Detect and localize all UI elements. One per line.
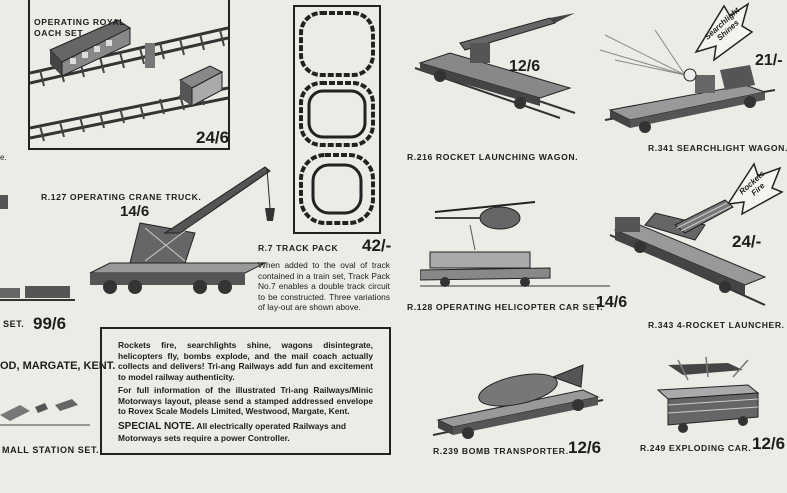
searchlight-wagon-illustration [585,30,780,135]
searchlight-flash: Searchlight Shines [692,0,754,62]
notice-paragraph-1: Rockets fire, searchlights shine, wagons… [118,340,373,382]
rockets-fire-flash: Rockets Fire [726,162,784,217]
rocket-launching-price: 12/6 [509,58,541,75]
rocket-launching-wagon-illustration [410,8,580,138]
four-rocket-illustration [605,195,775,315]
special-note-text: All electrically operated Railways and M… [118,421,346,443]
notice-paragraph-2: For full information of the illustrated … [118,385,373,417]
mail-coach-drawing [30,19,228,142]
left-edge-illustration [0,195,8,209]
train-set-illustration [0,283,75,303]
bomb-transporter-illustration [433,355,613,445]
helicopter-price: 14/6 [596,294,628,311]
train-set-caption: SET. [3,319,25,329]
rocket-launching-caption: R.216 ROCKET LAUNCHING WAGON. [407,152,579,162]
station-set-caption: MALL STATION SET. [2,445,100,455]
four-rocket-price: 24/- [732,232,762,251]
special-note-box: Rockets fire, searchlights shine, wagons… [100,327,391,455]
train-set-price: 99/6 [33,314,67,333]
crane-truck-illustration [85,163,285,303]
searchlight-caption: R.341 SEARCHLIGHT WAGON. [648,143,787,153]
track-pack-description: When added to the oval of track containe… [258,260,390,313]
address-fragment: OD, MARGATE, KENT. [0,360,116,372]
coach-set-caption-line1: OPERATING ROYAL [34,17,126,27]
coach-set-illustration [28,0,230,150]
track-pack-price: 42/- [362,236,392,255]
crane-truck-caption: R.127 OPERATING CRANE TRUCK. [41,192,202,202]
helicopter-caption: R.128 OPERATING HELICOPTER CAR SET. [407,302,604,312]
station-set-illustration [0,395,90,430]
exploding-car-price: 12/6 [752,434,786,453]
exploding-car-caption: R.249 EXPLODING CAR. [640,443,752,453]
special-note-label: SPECIAL NOTE. [118,421,195,432]
bomb-transporter-caption: R.239 BOMB TRANSPORTER. [433,446,569,456]
helicopter-car-illustration [420,190,610,290]
four-rocket-caption: R.343 4-ROCKET LAUNCHER. [648,320,785,330]
notice-special-note: SPECIAL NOTE. All electrically operated … [118,421,373,443]
bomb-transporter-price: 12/6 [568,438,602,457]
track-pack-illustration [293,5,381,234]
left-text-fragment: e. [0,153,7,162]
exploding-car-illustration [648,355,773,435]
crane-truck-price: 14/6 [120,203,150,220]
coach-set-price: 24/6 [196,128,230,147]
coach-set-caption-line2: OACH SET. [34,28,86,38]
track-pack-caption: R.7 TRACK PACK [258,243,339,253]
searchlight-price: 21/- [755,52,783,69]
